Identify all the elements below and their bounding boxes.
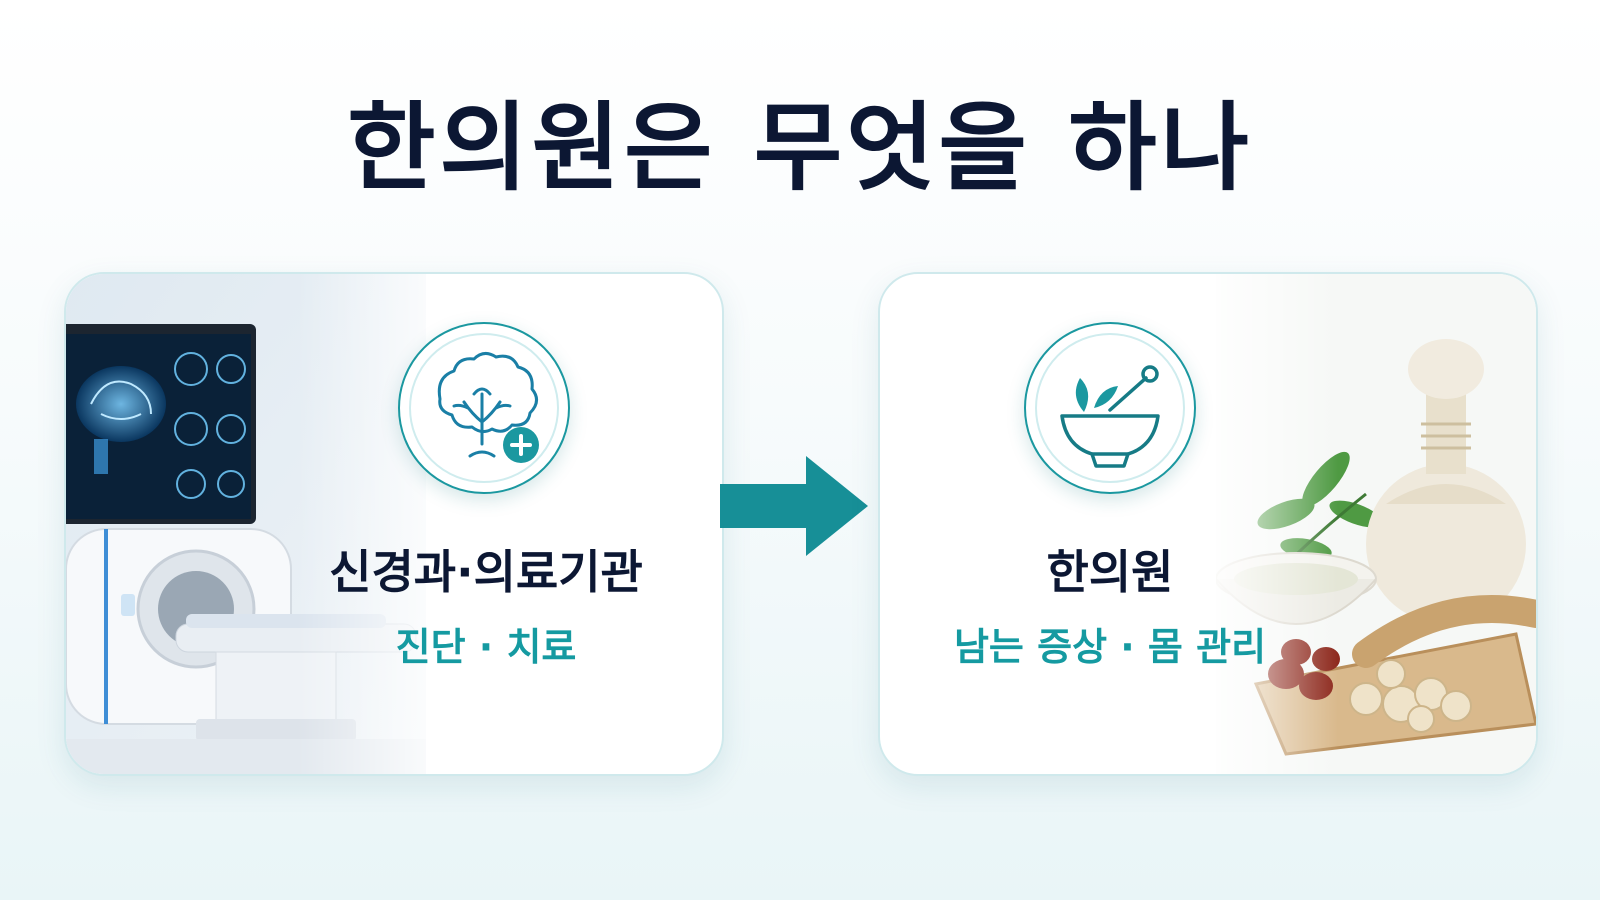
medical-institution-card: 신경과·의료기관 진단 · 치료 — [64, 272, 724, 776]
image-fade — [1176, 274, 1536, 774]
arrow-right-icon — [720, 456, 868, 556]
left-card-title: 신경과·의료기관 — [329, 545, 643, 599]
brain-plus-icon — [409, 333, 559, 483]
brain-plus-badge — [398, 322, 570, 494]
mortar-pestle-badge — [1024, 322, 1196, 494]
mortar-pestle-herb-icon — [1035, 333, 1185, 483]
page-title: 한의원은 무엇을 하나 — [347, 92, 1253, 204]
right-card-subtitle: 남는 증상 · 몸 관리 — [953, 625, 1267, 669]
left-card-subtitle: 진단 · 치료 — [395, 625, 577, 669]
right-card-title: 한의원 — [1046, 545, 1174, 599]
oriental-clinic-card: 한의원 남는 증상 · 몸 관리 — [878, 272, 1538, 776]
